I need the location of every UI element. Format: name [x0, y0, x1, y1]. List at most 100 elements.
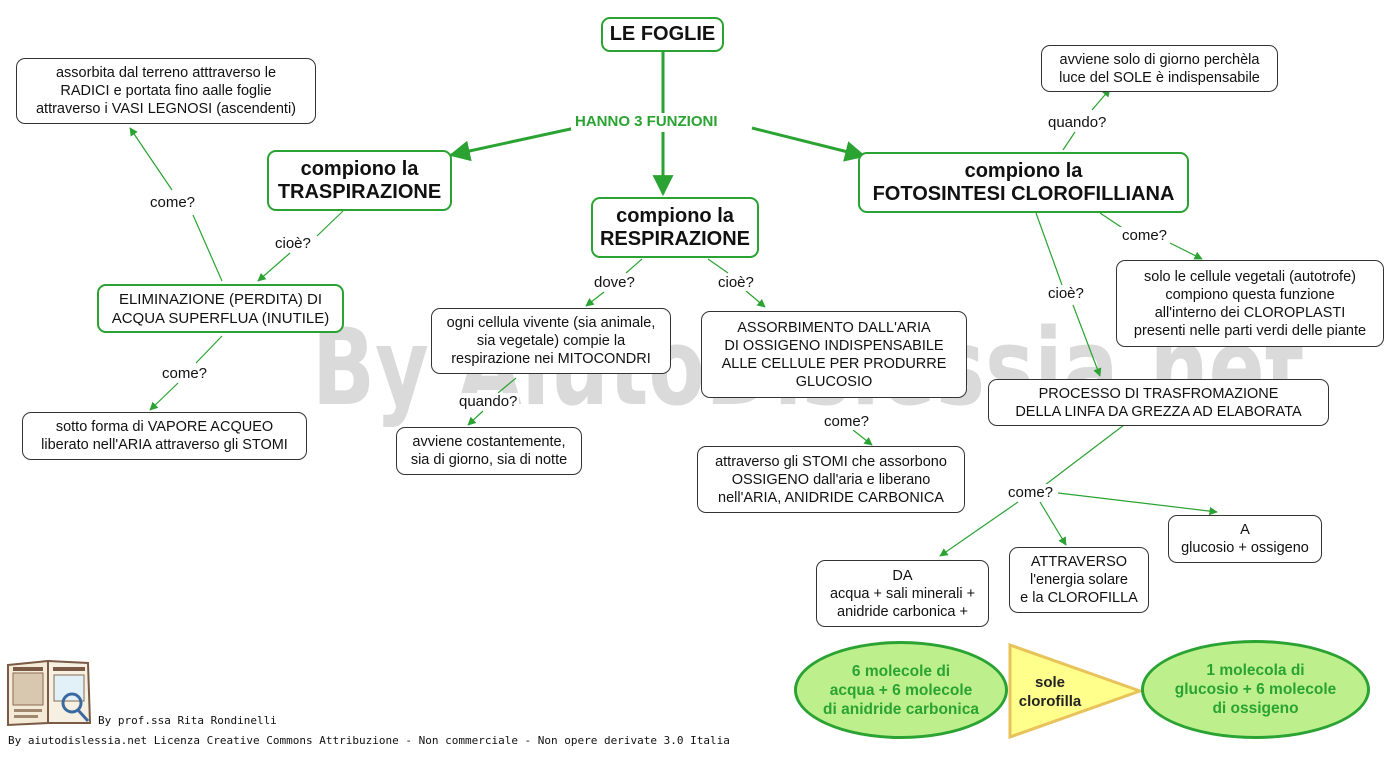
ellipse-reagents: 6 molecole di acqua + 6 molecole di anid… [794, 641, 1008, 739]
box-eliminazione-line2: ACQUA SUPERFLUA (INUTILE) [111, 309, 330, 327]
arrow-come-attraverso [1039, 501, 1067, 546]
box-da-line3: anidride carbonica + [837, 603, 968, 620]
box-assorbita-line1: assorbita dal terreno atttraverso le [55, 65, 277, 81]
box-da: DA acqua + sali minerali + anidride carb… [816, 560, 989, 627]
node-fotosintesi-line2: FOTOSINTESI CLOROFILLIANA [872, 182, 1175, 205]
box-processo-line2: DELLA LINFA DA GREZZA AD ELABORATA [1015, 403, 1302, 420]
arrow-quando-costante [467, 410, 484, 426]
box-giorno-line2: luce del SOLE è indispensabile [1059, 69, 1260, 86]
ellipse-products-line3: di ossigeno [1212, 700, 1299, 717]
box-stomi-line3: nell'ARIA, ANIDRIDE CARBONICA [718, 489, 944, 506]
line-foto-come [1099, 212, 1125, 230]
label-cioe-processo: cioè? [1046, 285, 1086, 302]
box-attraverso-line3: e la CLOROFILLA [1020, 590, 1138, 606]
author-credit: By prof.ssa Rita Rondinelli [98, 714, 277, 727]
box-assorbita-line3: attraverso i VASI LEGNOSI (ascendenti) [35, 101, 297, 117]
arrow-come-a [1057, 492, 1218, 516]
arrow-to-fotosintesi [751, 126, 867, 162]
sun-chlorophyll-triangle [1008, 642, 1145, 740]
node-respirazione-line1: compiono la [616, 204, 734, 227]
triangle-label-line2: clorofilla [1018, 693, 1082, 710]
label-quando-costante: quando? [457, 393, 520, 410]
arrow-come-assorbita [129, 127, 173, 191]
ellipse-products: 1 molecola di glucosio + 6 molecole di o… [1141, 640, 1370, 739]
box-vapore-line1: sotto forma di VAPORE ACQUEO [55, 419, 274, 435]
arrow-quando-giorno [1091, 88, 1111, 111]
box-assorbimento: ASSORBIMENTO DALL'ARIA DI OSSIGENO INDIS… [701, 311, 967, 398]
line-foto-quando [1062, 131, 1076, 151]
book-logo [7, 659, 92, 727]
title-node: LE FOGLIE [601, 17, 724, 52]
box-attraverso: ATTRAVERSO l'energia solare e la CLOROFI… [1009, 547, 1149, 613]
ellipse-reagents-line1: 6 molecole di [851, 662, 951, 680]
box-assorbita-line2: RADICI e portata fino aalle foglie [60, 83, 272, 99]
ellipse-products-line2: glucosio + 6 molecole [1174, 681, 1337, 698]
line-resp-dove [625, 258, 643, 274]
box-processo: PROCESSO DI TRASFROMAZIONE DELLA LINFA D… [988, 379, 1329, 426]
box-cellule-vegetali-line4: presenti nelle parti verdi delle piante [1133, 322, 1367, 339]
label-come-vapore: come? [160, 365, 210, 382]
license-credit: By aiutodislessia.net Licenza Creative C… [8, 734, 730, 747]
box-processo-line1: PROCESSO DI TRASFROMAZIONE [1038, 385, 1279, 402]
box-costantemente-line1: avviene costantemente, [412, 434, 566, 450]
box-eliminazione-line1: ELIMINAZIONE (PERDITA) DI [118, 290, 323, 308]
box-da-line2: acqua + sali minerali + [829, 585, 976, 602]
node-fotosintesi: compiono la FOTOSINTESI CLOROFILLIANA [858, 152, 1189, 213]
box-assorbimento-line1: ASSORBIMENTO DALL'ARIA [737, 319, 931, 336]
box-eliminazione: ELIMINAZIONE (PERDITA) DI ACQUA SUPERFLU… [97, 284, 344, 333]
box-vapore: sotto forma di VAPORE ACQUEO liberato ne… [22, 412, 307, 460]
arrow-cioe-processo [1072, 304, 1102, 377]
ellipse-reagents-line3: di anidride carbonica [823, 700, 979, 718]
arrow-dove-cellula [585, 291, 605, 307]
box-giorno: avviene solo di giorno perchèla luce del… [1041, 45, 1278, 92]
box-assorbimento-line3: ALLE CELLULE PER PRODURRE [721, 355, 947, 372]
node-respirazione-line2: RESPIRAZIONE [599, 227, 751, 250]
box-ogni-cellula: ogni cellula vivente (sia animale, sia v… [431, 308, 671, 374]
box-ogni-cellula-line2: sia vegetale) compie la [476, 333, 626, 349]
label-cioe-elim: cioè? [273, 235, 313, 252]
title-text: LE FOGLIE [609, 23, 716, 45]
box-cellule-vegetali-line1: solo le cellule vegetali (autotrofe) [1144, 268, 1356, 285]
box-ogni-cellula-line1: ogni cellula vivente (sia animale, [446, 315, 656, 331]
box-stomi-line1: attraverso gli STOMI che assorbono [715, 453, 947, 470]
line-elim-come2 [195, 335, 223, 364]
box-cellule-vegetali-line2: compiono questa funzione [1165, 286, 1335, 303]
label-dove: dove? [592, 274, 637, 291]
box-assorbimento-line2: DI OSSIGENO INDISPENSABILE [724, 337, 944, 354]
box-cellule-vegetali-line3: all'interno dei CLOROPLASTI [1154, 304, 1346, 321]
box-giorno-line1: avviene solo di giorno perchèla [1059, 51, 1260, 68]
box-cellule-vegetali: solo le cellule vegetali (autotrofe) com… [1116, 260, 1384, 347]
arrow-cioe-elim [257, 252, 291, 282]
line-resp-cioe [707, 258, 729, 274]
label-come-vegetali: come? [1120, 227, 1170, 244]
label-come-stomi: come? [822, 413, 872, 430]
line-cellula-quando [497, 377, 517, 394]
box-a-line2: glucosio + ossigeno [1181, 540, 1309, 556]
arrow-come2-vapore [149, 382, 179, 411]
box-a-line1: A [1240, 522, 1250, 538]
node-traspirazione: compiono la TRASPIRAZIONE [267, 150, 452, 211]
line-elim-come [192, 214, 223, 282]
arrow-cioe-assorb [745, 290, 766, 308]
box-assorbita: assorbita dal terreno atttraverso le RAD… [16, 58, 316, 124]
arrow-come3-stomi [852, 429, 873, 446]
box-ogni-cellula-line3: respirazione nei MITOCONDRI [451, 351, 651, 367]
label-cioe-assorb: cioè? [716, 274, 756, 291]
box-attraverso-line2: l'energia solare [1030, 572, 1128, 588]
box-a: A glucosio + ossigeno [1168, 515, 1322, 563]
line-trasp-cioe [316, 210, 344, 237]
triangle-label: sole clorofilla [1010, 673, 1090, 711]
box-stomi: attraverso gli STOMI che assorbono OSSIG… [697, 446, 965, 513]
triangle-label-line1: sole [1034, 674, 1065, 691]
line-foto-cioe [1035, 212, 1063, 286]
ellipse-reagents-line2: acqua + 6 molecole [829, 681, 973, 699]
box-costantemente: avviene costantemente, sia di giorno, si… [396, 427, 582, 475]
center-label: HANNO 3 FUNZIONI [571, 113, 722, 130]
node-respirazione: compiono la RESPIRAZIONE [591, 197, 759, 258]
ellipse-products-line1: 1 molecola di [1206, 662, 1305, 679]
box-da-line1: DA [892, 567, 913, 584]
box-costantemente-line2: sia di giorno, sia di notte [410, 452, 568, 468]
box-stomi-line2: OSSIGENO dall'aria e liberano [731, 471, 931, 488]
node-traspirazione-line2: TRASPIRAZIONE [277, 180, 442, 203]
